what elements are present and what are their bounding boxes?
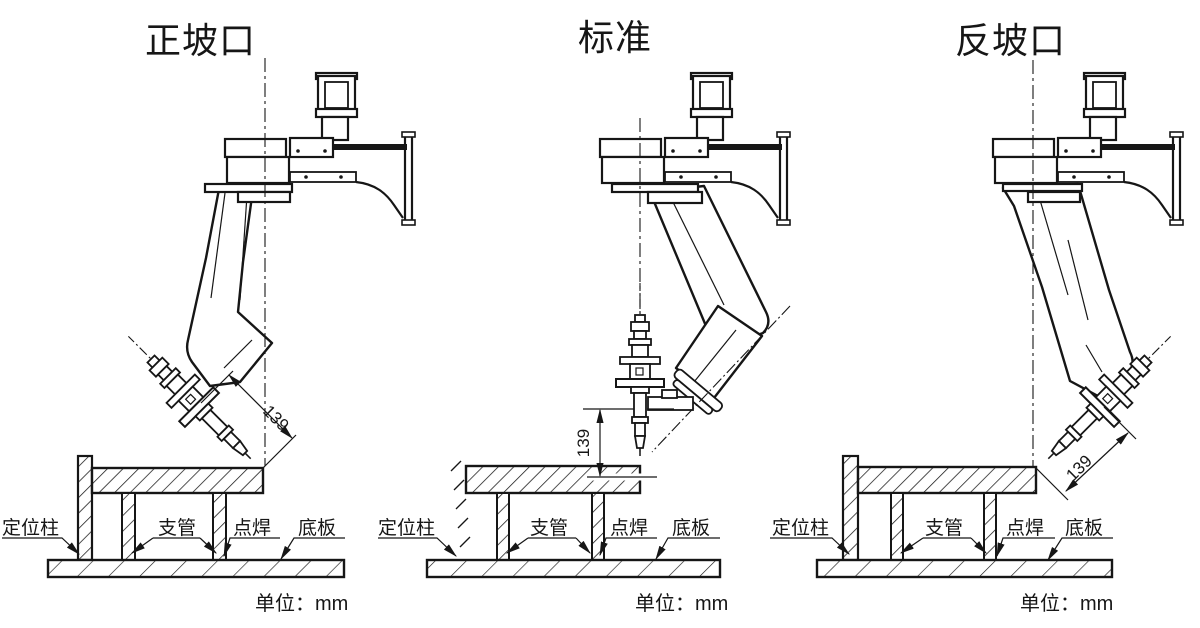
label-spot-weld: 点焊 — [610, 517, 648, 539]
panel-standard: 标准 — [378, 17, 792, 615]
welding-torch — [615, 282, 665, 457]
label-spot-weld: 点焊 — [233, 517, 271, 539]
base-plate — [815, 558, 1114, 579]
dimension-text: 139 — [574, 429, 593, 457]
fixture — [815, 454, 1114, 579]
robot — [991, 71, 1185, 398]
unit-note: 单位：mm — [1020, 592, 1113, 615]
positioning-column — [841, 454, 860, 562]
label-spot-weld: 点焊 — [1006, 517, 1044, 539]
dimension-text: 139 — [259, 401, 292, 434]
panel-title: 反坡口 — [955, 20, 1066, 61]
base-plate — [425, 558, 722, 579]
unit-note: 单位：mm — [255, 592, 348, 615]
part-labels: 定位柱 支管 点焊 底板 — [2, 517, 345, 561]
torch-bracket — [647, 396, 694, 411]
worktable-slab — [856, 465, 1038, 495]
dimension-139: 139 — [574, 408, 674, 478]
part-labels: 定位柱 支管 点焊 底板 — [770, 517, 1113, 562]
label-positioning-column: 定位柱 — [2, 517, 59, 539]
branch-pipe-column-left — [121, 492, 136, 561]
label-positioning-column: 定位柱 — [378, 517, 435, 539]
robot-upper-arm — [648, 184, 770, 352]
robot-arm — [1001, 182, 1134, 398]
panel-forward-bevel: 正坡口 139 定位柱 — [2, 20, 417, 615]
forearm-axis-line — [651, 305, 791, 453]
fixture — [46, 454, 346, 579]
robot-arm — [185, 187, 274, 388]
branch-pipe-column-right — [983, 492, 997, 561]
unit-note: 单位：mm — [635, 592, 728, 615]
robot — [598, 71, 792, 453]
label-base-plate: 底板 — [298, 517, 336, 539]
label-base-plate: 底板 — [672, 517, 710, 539]
panel-title: 标准 — [578, 17, 652, 58]
label-branch-pipe: 支管 — [925, 517, 963, 539]
branch-pipe-column-right — [212, 492, 227, 561]
label-branch-pipe: 支管 — [530, 517, 568, 539]
panel-reverse-bevel: 反坡口 139 定位柱 支管 — [770, 20, 1189, 615]
robot — [185, 71, 417, 388]
positioning-column — [76, 454, 94, 562]
label-base-plate: 底板 — [1065, 517, 1103, 539]
label-branch-pipe: 支管 — [158, 517, 196, 539]
positioning-column-phantom — [450, 460, 471, 548]
worktable-slab — [90, 466, 265, 495]
branch-pipe-column-left — [890, 492, 904, 561]
part-labels: 定位柱 支管 点焊 底板 — [378, 517, 720, 561]
base-plate — [46, 558, 346, 579]
panel-title: 正坡口 — [145, 20, 256, 61]
branch-pipe-column-left — [496, 492, 510, 561]
label-positioning-column: 定位柱 — [772, 517, 829, 539]
dimension-text: 139 — [1062, 451, 1095, 484]
